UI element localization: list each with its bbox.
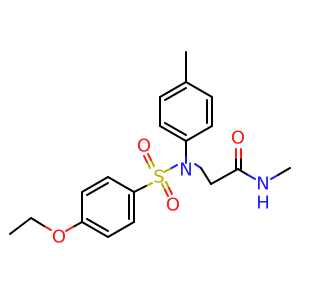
bond [270, 174, 279, 180]
bond [133, 185, 147, 193]
amide-h-label: H [256, 193, 270, 214]
bond [163, 168, 171, 173]
bond [210, 168, 239, 185]
carbonyl-o-label: O [231, 128, 245, 149]
bond [81, 176, 109, 193]
bond [169, 164, 178, 170]
bond [9, 217, 32, 235]
bond [194, 163, 202, 169]
bond [164, 122, 187, 136]
bond [143, 155, 148, 163]
bond [72, 221, 83, 228]
sulfur-label: S [153, 167, 164, 188]
tolyl-ring [159, 51, 213, 142]
bond [150, 159, 155, 167]
bond [107, 221, 135, 238]
sulfonamide-nitrogen-bonds [163, 140, 212, 185]
bond [159, 125, 187, 142]
bond [146, 161, 151, 169]
sulfonyl-o-top-label: O [137, 136, 151, 157]
acetamide-chain [210, 148, 291, 185]
bond [147, 153, 152, 161]
bond [161, 183, 166, 191]
ethoxy-group [9, 217, 83, 235]
bond [247, 174, 256, 180]
bond [168, 187, 173, 195]
sulfonyl-o-bottom-label: O [166, 195, 180, 216]
bond [81, 221, 109, 238]
ethoxyphenyl-ring [81, 176, 135, 238]
bond [200, 167, 212, 185]
bond [185, 125, 213, 142]
bond [277, 167, 291, 176]
ether-o-label: O [52, 227, 66, 248]
bond [164, 189, 169, 197]
bond [145, 182, 153, 187]
bond [43, 225, 52, 231]
bond [30, 217, 45, 227]
bond [159, 81, 187, 98]
sulfonamide-n-label: N [179, 160, 192, 181]
bond [107, 176, 135, 193]
bond [237, 168, 249, 176]
bond [86, 218, 109, 232]
bond [86, 182, 109, 196]
bond [65, 226, 74, 232]
molecule-drawing: N S O O O O N H [9, 51, 291, 248]
structure-diagram: N S O O O O N H [9, 51, 291, 248]
bond [164, 87, 187, 101]
bond [185, 81, 213, 98]
sulfonyl-group [133, 153, 173, 197]
bond [165, 181, 170, 189]
amide-n-label: N [256, 174, 269, 195]
